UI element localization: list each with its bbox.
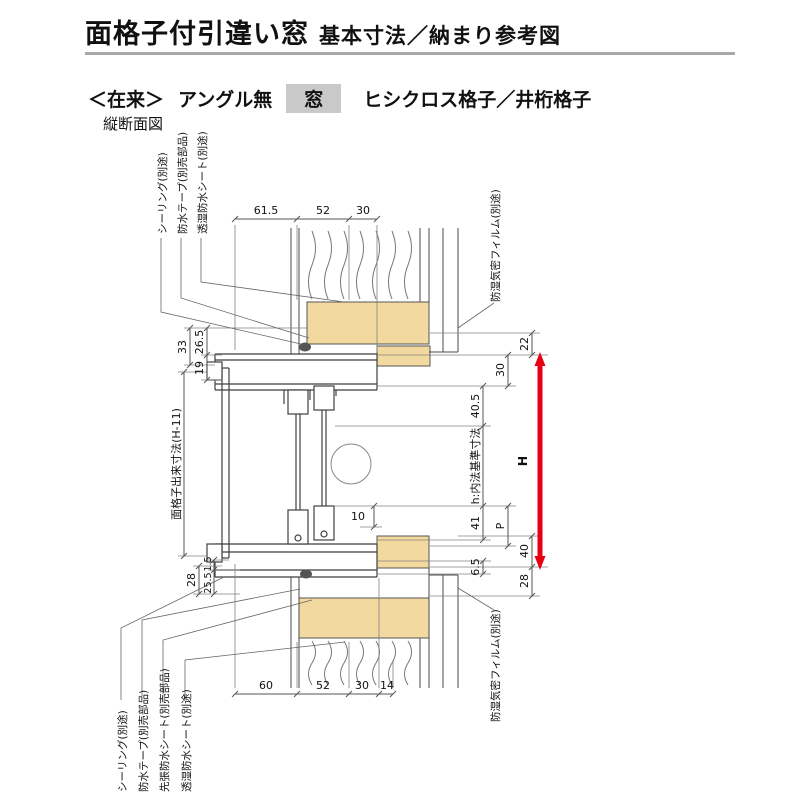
dim-right-40: 40 [518,544,531,558]
dim-left-28: 28 [185,573,198,587]
section-view-label: 縦断面図 [103,115,164,133]
dim-10: 10 [351,510,365,523]
dim-left-33: 33 [176,340,189,354]
callout-leaders [120,238,495,700]
dim-left-19: 19 [193,361,206,375]
dim-bottom-52: 52 [316,679,330,692]
angle-spec-label: アングル無 [178,89,273,111]
dim-H-label: H [515,456,530,466]
callout-pre-applied-sheet-bottom: 先張防水シート(別売部品) [158,668,171,792]
grille-types-label: ヒシクロス格子／井桁格子 [363,89,592,111]
sealant-marks [299,342,312,579]
header-trim-lumber [376,345,431,367]
callout-sealing-bottom: シーリング(別途) [116,710,129,792]
callout-breathable-sheet-bottom: 透湿防水シート(別途) [180,689,193,792]
dim-bottom-30: 30 [355,679,369,692]
callout-vapor-film-bottom: 防湿気密フィルム(別途) [489,609,502,722]
h-dimension-arrow [534,352,546,570]
dim-right-41: 41 [469,516,482,530]
window-frame-section [206,353,378,578]
dim-right-P: P [494,522,507,529]
dimension-lines [183,218,533,695]
callout-breathable-sheet-top: 透湿防水シート(別途) [196,131,209,234]
construction-type-label: ＜在来＞ [88,89,165,111]
title-sub: 基本寸法／納まり参考図 [319,24,561,48]
title-main: 面格子付引違い窓 [85,19,309,50]
dimension-ticks [180,215,536,698]
dim-right-22: 22 [518,337,531,351]
dim-right-6-5: 6.5 [469,558,482,576]
callout-waterproof-tape-bottom: 防水テープ(別売部品) [137,690,150,792]
dim-right-30: 30 [494,363,507,377]
title-underline [85,52,735,55]
callout-waterproof-tape-top: 防水テープ(別売部品) [176,132,189,234]
callout-sealing-top: シーリング(別途) [156,152,169,234]
window-highlight-label: 窓 [286,84,342,113]
sill-lumber [376,535,430,569]
page-title: 面格子付引違い窓 基本寸法／納まり参考図 [85,12,561,51]
dim-grille-height: 面格子出来寸法(H-11) [169,408,183,520]
dim-h-naihou: h:内法基準寸法 [468,428,482,505]
bottom-lumber [298,597,430,639]
dim-bottom-60: 60 [259,679,273,692]
spec-selector-row: ＜在来＞ アングル無 窓 ヒシクロス格子／井桁格子 [88,84,605,113]
header-lumber [306,301,430,345]
dim-top-52: 52 [316,204,330,217]
wood-blocks [298,301,431,639]
wall-structure [290,228,459,688]
dim-right-40-5: 40.5 [469,394,482,419]
dim-top-61-5: 61.5 [254,204,279,217]
dim-right-28: 28 [518,574,531,588]
dim-left-25-5: 25.5 [203,572,214,593]
dim-top-30: 30 [356,204,370,217]
dim-left-26-5: 26.5 [193,330,206,355]
dim-bottom-14: 14 [380,679,394,692]
dim-left-1-5: 1.5 [203,556,214,571]
extension-lines [178,225,548,688]
callout-vapor-film-top: 防湿気密フィルム(別途) [489,189,502,302]
